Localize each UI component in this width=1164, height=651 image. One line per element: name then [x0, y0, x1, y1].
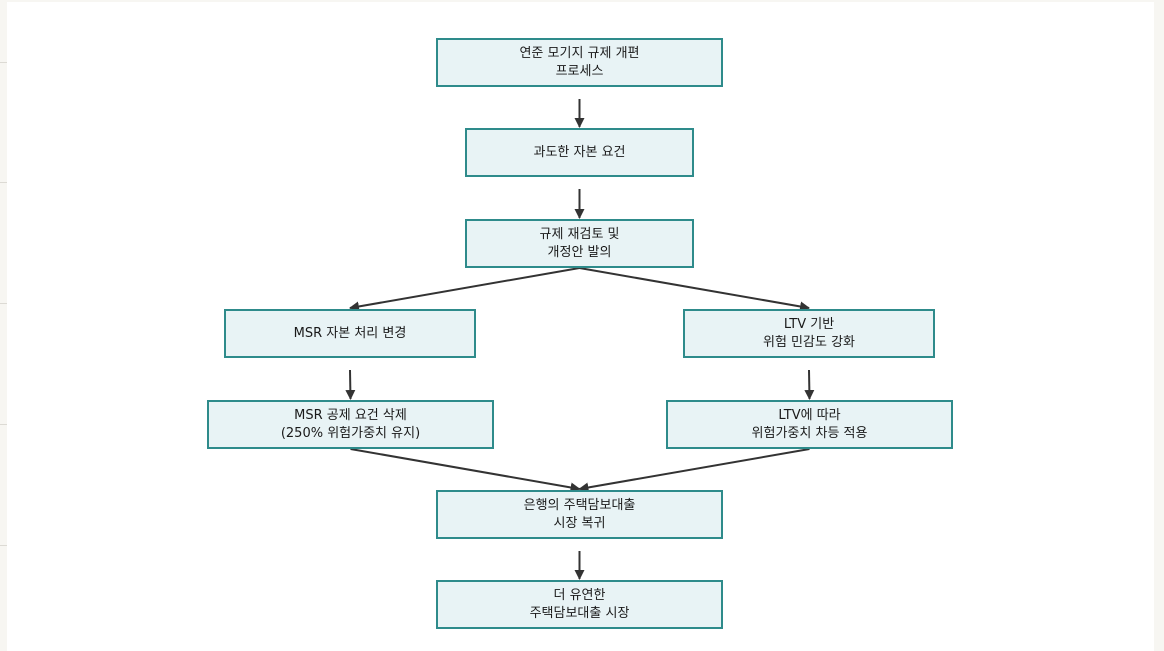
- flow-node-n4: MSR 자본 처리 변경: [224, 309, 476, 358]
- edge-n7-n8: [578, 448, 810, 493]
- edge-tick: [0, 545, 7, 546]
- edge-n3-n5: [579, 267, 810, 312]
- flow-node-label: 개정안 발의: [547, 244, 612, 260]
- flow-node-label: 더 유연한: [553, 587, 606, 603]
- edge-n4-n6: [345, 369, 356, 400]
- flow-node-label: (250% 위험가중치 유지): [280, 425, 421, 441]
- flow-node-label: MSR 공제 요건 삭제: [294, 407, 407, 423]
- flow-node-label: 주택담보대출 시장: [529, 605, 630, 621]
- flow-node-label: 과도한 자본 요건: [533, 144, 626, 160]
- edge-tick: [0, 424, 7, 425]
- edge-n3-n4: [349, 267, 580, 312]
- flow-node-label: 규제 재검토 및: [539, 226, 620, 242]
- flow-node-label: 시장 복귀: [553, 515, 606, 531]
- flow-node-label: 은행의 주택담보대출: [523, 497, 636, 513]
- edge-n6-n8: [350, 448, 581, 493]
- flow-node-label: MSR 자본 처리 변경: [293, 325, 407, 341]
- flow-node-n6: MSR 공제 요건 삭제 (250% 위험가중치 유지): [207, 400, 494, 449]
- edge-n5-n7: [804, 369, 815, 400]
- flow-node-label: 연준 모기지 규제 개편: [519, 45, 640, 61]
- flow-node-label: 위험 민감도 강화: [763, 334, 855, 350]
- edge-tick: [0, 303, 7, 304]
- flow-node-n2: 과도한 자본 요건: [465, 128, 694, 177]
- flow-node-label: LTV에 따라: [778, 407, 841, 423]
- edge-tick: [0, 62, 7, 63]
- flow-node-label: 프로세스: [555, 63, 604, 79]
- edge-tick: [0, 182, 7, 183]
- flow-node-label: 위험가중치 차등 적용: [751, 425, 868, 441]
- flow-node-label: LTV 기반: [783, 316, 835, 332]
